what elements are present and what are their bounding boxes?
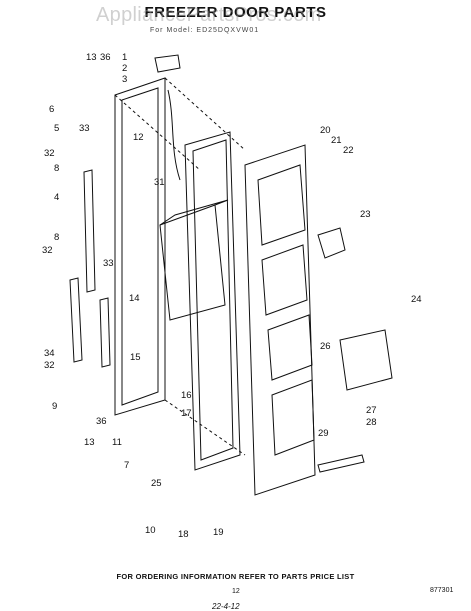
ordering-note: FOR ORDERING INFORMATION REFER TO PARTS … — [116, 572, 355, 581]
callout-labels: 1 2 3 5 6 8 4 8 9 10 11 12 13 13 14 15 1… — [42, 52, 422, 540]
callout-10: 10 — [145, 525, 156, 536]
callout-26: 26 — [320, 341, 331, 352]
callout-24: 24 — [411, 294, 422, 305]
callout-36: 36 — [100, 52, 111, 63]
watermark: AppliancePartsPros.com — [96, 4, 322, 26]
callout-5: 5 — [54, 123, 59, 134]
callout-25: 25 — [151, 478, 162, 489]
callout-28: 28 — [366, 417, 377, 428]
callout-7: 7 — [124, 460, 129, 471]
callout-18: 18 — [178, 529, 189, 540]
callout-33: 33 — [79, 123, 90, 134]
callout-3: 3 — [122, 74, 127, 85]
callout-2: 2 — [122, 63, 127, 74]
callout-23: 23 — [360, 209, 371, 220]
callout-32b: 32 — [42, 245, 53, 256]
callout-36b: 36 — [96, 416, 107, 427]
callout-1: 1 — [122, 52, 127, 63]
door-liner — [244, 144, 316, 496]
callout-12: 12 — [133, 132, 144, 143]
callout-19: 19 — [213, 527, 224, 538]
callout-15: 15 — [130, 352, 141, 363]
callout-11: 11 — [112, 437, 122, 448]
callout-17: 17 — [181, 408, 192, 419]
callout-33b: 33 — [103, 258, 114, 269]
callout-14: 14 — [129, 293, 140, 304]
callout-8b: 8 — [54, 232, 59, 243]
handwritten-mark: 22-4-12 — [212, 602, 240, 611]
callout-16: 16 — [181, 390, 192, 401]
callout-21: 21 — [331, 135, 342, 146]
callout-9: 9 — [52, 401, 57, 412]
callout-8: 8 — [54, 163, 59, 174]
callout-22: 22 — [343, 145, 354, 156]
door-gasket — [184, 131, 241, 471]
cover-plate — [339, 329, 393, 391]
callout-20: 20 — [320, 125, 331, 136]
page-title: FREEZER DOOR PARTS — [144, 4, 327, 21]
callout-32: 32 — [44, 148, 55, 159]
callout-29: 29 — [318, 428, 329, 439]
callout-32c: 32 — [44, 360, 55, 371]
page-number: 12 — [232, 588, 240, 595]
callout-13b: 13 — [84, 437, 95, 448]
dispenser-housing — [159, 204, 226, 321]
callout-31: 31 — [154, 177, 165, 188]
model-line: For Model: ED25DQXVW01 — [150, 27, 260, 34]
document-number: 877301 — [430, 587, 454, 594]
callout-13: 13 — [86, 52, 97, 63]
callout-6: 6 — [49, 104, 54, 115]
callout-34: 34 — [44, 348, 55, 359]
callout-4: 4 — [54, 192, 59, 203]
callout-27: 27 — [366, 405, 377, 416]
